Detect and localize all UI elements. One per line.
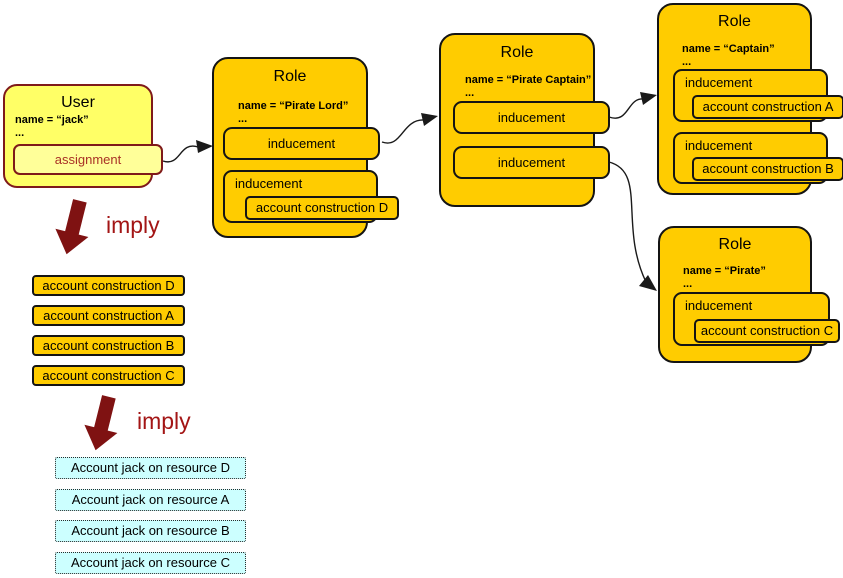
inducement-label: inducement (685, 75, 753, 90)
imply-arrow-head (50, 228, 89, 259)
inducement-label: inducement (685, 298, 753, 313)
inducement-label: inducement (685, 138, 753, 153)
inducement-label: inducement (497, 155, 566, 170)
role-ellipsis: ... (465, 87, 475, 99)
inducement-box: inducement account construction B (673, 132, 843, 184)
inducement-label: inducement (235, 176, 303, 191)
role-box-pirate: Role name = “Pirate” ... inducement acco… (658, 226, 840, 363)
account-box: Account jack on resource D (55, 457, 246, 479)
role-box-captain: Role name = “Captain” ... inducement acc… (657, 3, 843, 195)
user-name: name = “jack” (15, 114, 89, 126)
arrow-pirate-captain-to-pirate (608, 161, 647, 283)
inducement-label: inducement (497, 110, 566, 125)
arrowhead-icon (640, 92, 657, 105)
account-construction-box: account construction C (694, 319, 840, 343)
account-construction-box: account construction B (692, 157, 843, 181)
imply-label: imply (106, 212, 160, 238)
inducement-box: inducement account construction C (673, 292, 840, 346)
role-title: Role (273, 68, 307, 85)
role-box-pirate-lord: Role name = “Pirate Lord” ... inducement… (212, 57, 399, 238)
user-title: User (61, 94, 95, 111)
role-box-pirate-captain: Role name = “Pirate Captain” ... inducem… (439, 33, 610, 207)
account-construction-box: account construction D (245, 196, 399, 220)
account-box: Account jack on resource C (55, 552, 246, 574)
inducement-box: inducement account construction D (223, 170, 399, 223)
role-name: name = “Pirate Captain” (465, 74, 592, 86)
role-ellipsis: ... (238, 113, 248, 125)
user-ellipsis: ... (15, 127, 25, 139)
imply-arrow-head (79, 424, 118, 455)
role-name: name = “Pirate Lord” (238, 100, 349, 112)
imply-arrow-icon (50, 197, 97, 261)
role-name: name = “Captain” (682, 43, 775, 55)
role-ellipsis: ... (683, 278, 693, 290)
inducement-box: inducement (223, 127, 380, 160)
user-box: User name = “jack” ... assignment (3, 84, 163, 188)
role-title: Role (718, 13, 751, 30)
inducement-box: inducement (453, 101, 610, 134)
account-box: Account jack on resource A (55, 489, 246, 511)
role-title: Role (500, 44, 534, 61)
arrowhead-icon (196, 140, 213, 153)
arrowhead-icon (421, 113, 438, 126)
arrowhead-icon (639, 275, 657, 291)
inducement-box: inducement (453, 146, 610, 179)
role-name: name = “Pirate” (683, 265, 766, 277)
inducement-box: inducement account construction A (673, 69, 843, 122)
derived-construction-chip: account construction C (32, 365, 185, 386)
imply-label: imply (137, 408, 191, 434)
arrow-assignment-to-pirate-lord (162, 145, 199, 163)
derived-construction-chip: account construction D (32, 275, 185, 296)
arrow-pirate-captain-to-captain (608, 98, 644, 119)
arrow-pirate-lord-to-pirate-captain (381, 119, 425, 144)
account-construction-box: account construction A (692, 95, 843, 119)
role-ellipsis: ... (682, 56, 692, 68)
imply-arrow-icon (79, 393, 126, 457)
account-box: Account jack on resource B (55, 520, 246, 542)
inducement-label: inducement (267, 136, 336, 151)
derived-construction-chip: account construction A (32, 305, 185, 326)
assignment-box: assignment (13, 144, 163, 175)
role-title: Role (718, 236, 752, 253)
derived-construction-chip: account construction B (32, 335, 185, 356)
